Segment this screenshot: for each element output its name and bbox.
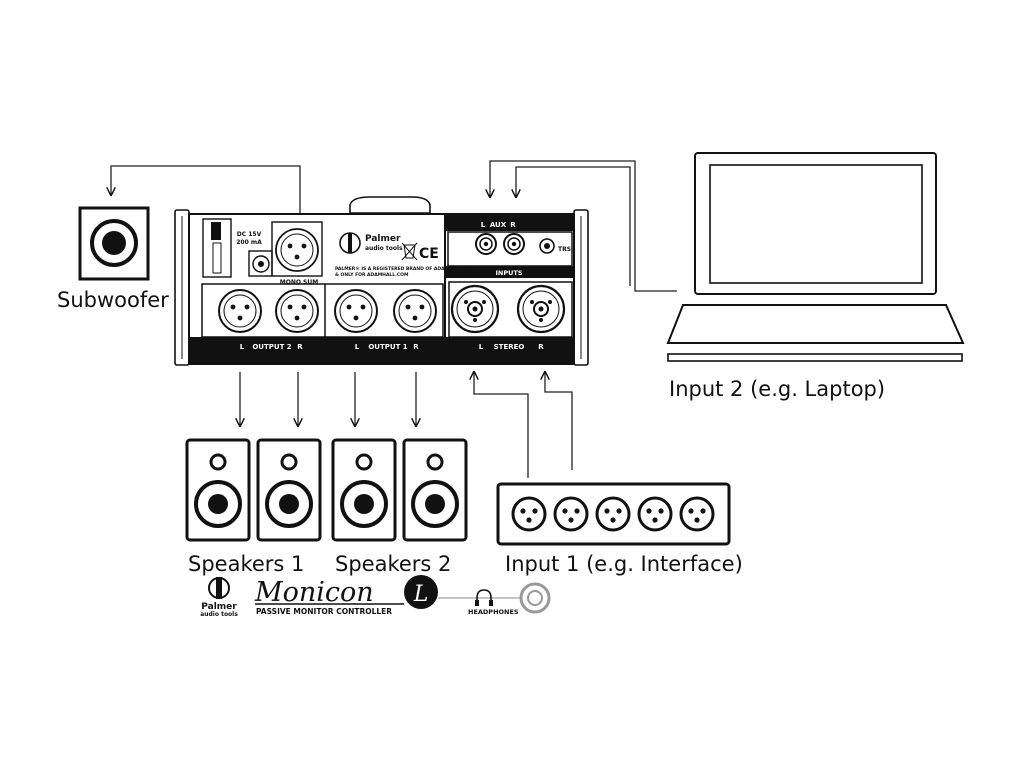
stereo-combo-right-icon [516, 284, 566, 334]
stereo-l-label: L [479, 343, 484, 351]
cables-outputs [240, 372, 416, 426]
svg-text:audio tools: audio tools [365, 245, 403, 252]
laptop-icon [666, 152, 965, 362]
notice-line-2: & ONLY FOR ADAMHALL.COM [335, 272, 409, 278]
product-tagline: PASSIVE MONITOR CONTROLLER [256, 607, 392, 616]
speaker-icon [402, 438, 468, 542]
output1-xlr-right-icon [393, 289, 437, 333]
svg-text:DC 15V: DC 15V [237, 231, 262, 238]
stereo-r-label: R [538, 343, 544, 351]
output1-label: OUTPUT 1 [368, 343, 407, 351]
cable-subwoofer [111, 165, 301, 223]
headphones-icon [475, 589, 493, 606]
output2-r-label: R [297, 343, 303, 351]
speakers2-label: Speakers 2 [335, 552, 451, 576]
subwoofer-icon [78, 206, 150, 281]
aux-rca-right-icon [503, 233, 525, 255]
dc-power-jack-icon: DC 15V 200 mA [236, 231, 273, 277]
trs-label: TRS [558, 246, 571, 253]
svg-text:200 mA: 200 mA [236, 239, 262, 246]
aux-rca-left-icon [475, 233, 497, 255]
cable-laptop-aux [490, 160, 677, 292]
notice-line-1: PALMER® IS A REGISTERED BRAND OF ADAM HA… [335, 266, 491, 272]
svg-text:audio tools: audio tools [200, 611, 238, 618]
ce-mark: CE [419, 246, 439, 262]
stereo-label: STEREO [494, 343, 525, 351]
product-letter: L [413, 582, 429, 607]
inputs-label: INPUTS [495, 269, 522, 277]
mono-sum-label: MONO SUM [280, 279, 318, 286]
aux-r-label: R [510, 221, 516, 229]
palmer-logo: Palmer audio tools [200, 577, 238, 618]
speakers1-label: Speakers 1 [188, 552, 304, 576]
output1-l-label: L [355, 343, 360, 351]
svg-text:Palmer: Palmer [201, 602, 237, 612]
output1-r-label: R [413, 343, 419, 351]
headphone-jack-icon [519, 582, 551, 614]
output1-xlr-left-icon [334, 289, 378, 333]
output2-label: OUTPUT 2 [252, 343, 291, 351]
mono-sum-xlr-output-icon [271, 221, 323, 277]
subwoofer-label: Subwoofer [57, 288, 169, 312]
aux-label: AUX [490, 221, 507, 229]
palmer-logo-small: Palmer audio tools [339, 232, 403, 254]
aux-l-label: L [481, 221, 486, 229]
output2-xlr-left-icon [218, 289, 262, 333]
speaker-icon [256, 438, 322, 542]
output2-xlr-right-icon [275, 289, 319, 333]
audio-interface-icon [496, 482, 731, 546]
aux-trs-jack-icon [539, 238, 555, 254]
monicon-logo: Monicon L PASSIVE MONITOR CONTROLLER [254, 575, 438, 616]
input2-label: Input 2 (e.g. Laptop) [669, 377, 885, 401]
stereo-combo-left-icon [450, 284, 500, 334]
headphones-label: HEADPHONES [468, 608, 519, 616]
output2-l-label: L [240, 343, 245, 351]
input1-label: Input 1 (e.g. Interface) [505, 552, 743, 576]
product-name: Monicon [254, 577, 374, 608]
speaker-icon [185, 438, 251, 542]
weee-icon [401, 242, 418, 261]
cable-interface-stereo [474, 372, 573, 478]
power-switch-icon [202, 218, 232, 278]
speaker-icon [331, 438, 397, 542]
svg-text:Palmer: Palmer [365, 234, 401, 244]
monicon-device: DC 15V 200 mA MONO SUM Palmer audio tool… [174, 196, 589, 366]
